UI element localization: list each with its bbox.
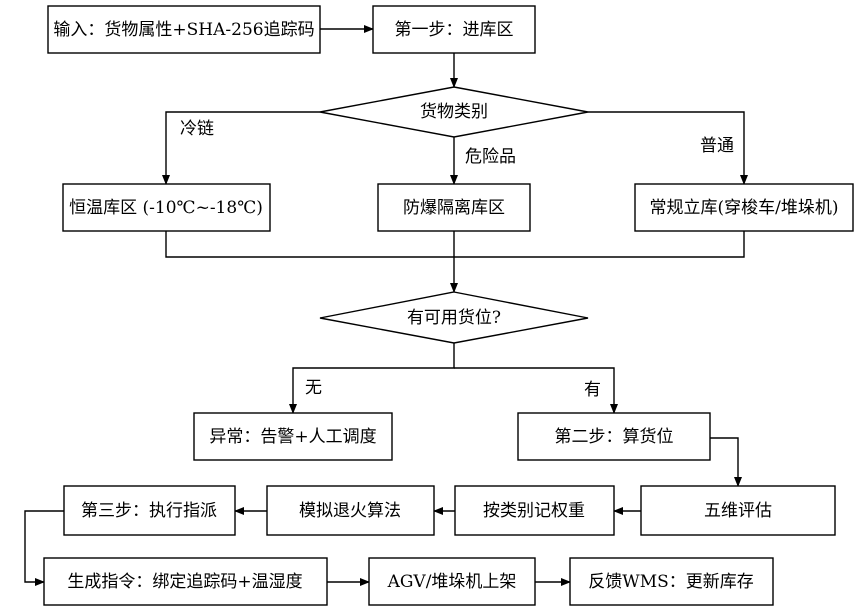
- edge-label-hazard: 危险品: [465, 147, 516, 167]
- edge-category-cold: [162, 111, 320, 185]
- node-explosion-zone: 防爆隔离库区: [377, 183, 531, 232]
- node-weight-label: 按类别记权重: [483, 501, 585, 521]
- node-step2-label: 第二步：算货位: [555, 427, 674, 447]
- node-available-label: 有可用货位?: [407, 308, 501, 328]
- node-step3-label: 第三步：执行指派: [81, 501, 217, 521]
- node-regular-zone: 常规立库(穿梭车/堆垛机): [634, 183, 854, 232]
- node-step1: 第一步：进库区: [372, 5, 536, 54]
- node-input: 输入：货物属性+SHA-256追踪码: [47, 5, 321, 54]
- node-input-label: 输入：货物属性+SHA-256追踪码: [53, 20, 314, 40]
- node-category-decision: 货物类别: [319, 86, 589, 138]
- node-eval5d-label: 五维评估: [704, 501, 772, 521]
- node-feedback-label: 反馈WMS：更新库存: [588, 572, 754, 592]
- node-feedback: 反馈WMS：更新库存: [569, 557, 774, 606]
- edge-label-no: 无: [305, 378, 322, 398]
- edge-available-exception: [289, 343, 455, 414]
- node-explosion-zone-label: 防爆隔离库区: [403, 198, 505, 218]
- node-step2: 第二步：算货位: [517, 412, 711, 461]
- node-regular-zone-label: 常规立库(穿梭车/堆垛机): [650, 198, 839, 218]
- node-eval5d: 五维评估: [640, 485, 836, 536]
- node-annealing: 模拟退火算法: [266, 485, 435, 536]
- edge-step2-eval: [710, 437, 742, 487]
- node-exception: 异常：告警+人工调度: [193, 412, 393, 461]
- node-agv: AGV/堆垛机上架: [368, 557, 536, 606]
- edge-cold-merge: [165, 231, 454, 258]
- node-weight: 按类别记权重: [454, 485, 615, 536]
- edge-label-cold: 冷链: [180, 119, 214, 139]
- node-annealing-label: 模拟退火算法: [299, 501, 401, 521]
- node-exception-label: 异常：告警+人工调度: [209, 427, 376, 447]
- edge-label-yes: 有: [584, 380, 601, 400]
- edge-step3-gencmd: [24, 510, 64, 586]
- node-cold-zone-label: 恒温库区 (-10℃~-18℃): [69, 198, 263, 218]
- edge-available-step2: [454, 367, 618, 414]
- node-step1-label: 第一步：进库区: [395, 20, 514, 40]
- node-gen-cmd: 生成指令：绑定追踪码+温湿度: [43, 557, 328, 606]
- node-cold-zone: 恒温库区 (-10℃~-18℃): [62, 183, 271, 232]
- node-agv-label: AGV/堆垛机上架: [387, 572, 517, 592]
- edge-category-regular: [588, 111, 748, 185]
- edge-label-normal: 普通: [700, 136, 734, 156]
- node-category-label: 货物类别: [420, 102, 488, 122]
- node-gen-cmd-label: 生成指令：绑定追踪码+温湿度: [67, 572, 302, 592]
- node-step3: 第三步：执行指派: [63, 485, 236, 536]
- edge-regular-merge: [454, 231, 745, 258]
- connectors: [24, 25, 748, 586]
- node-available-decision: 有可用货位?: [319, 291, 589, 344]
